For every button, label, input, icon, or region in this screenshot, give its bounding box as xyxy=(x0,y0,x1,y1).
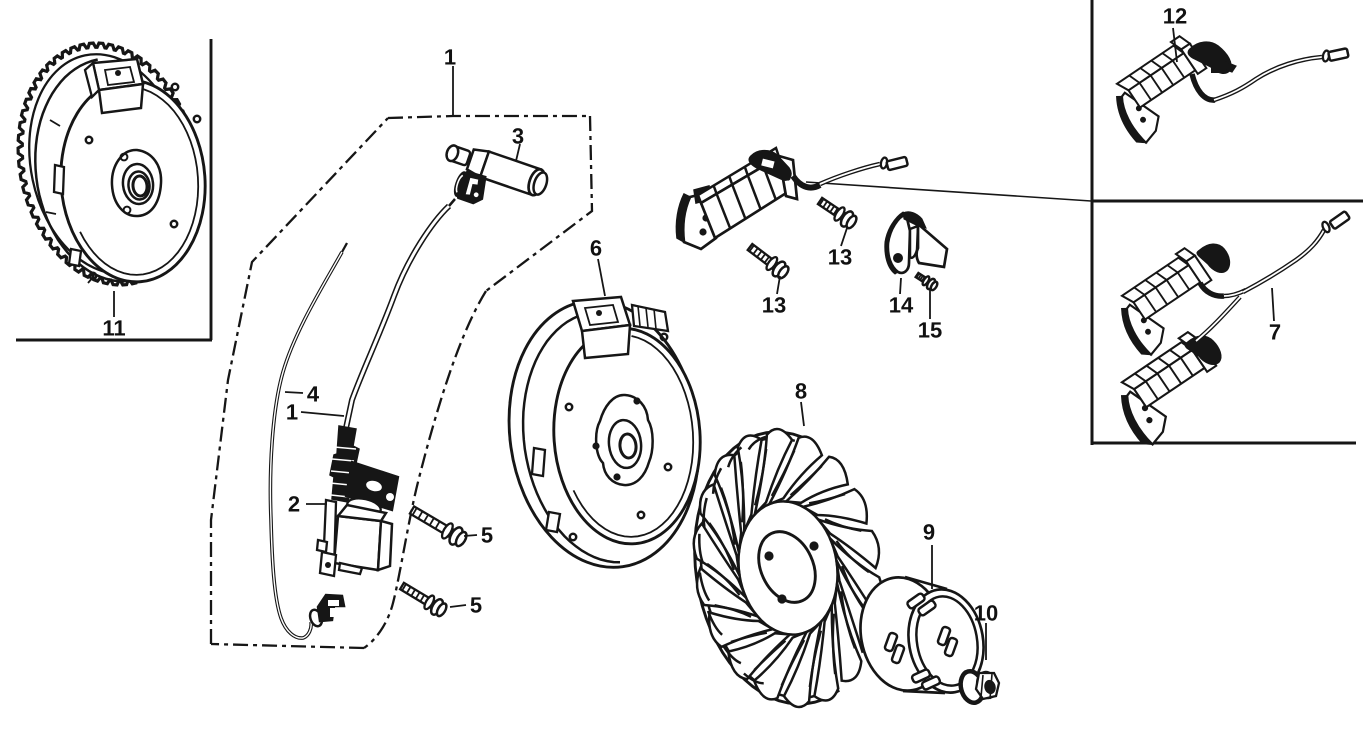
svg-text:13: 13 xyxy=(828,245,852,270)
svg-text:14: 14 xyxy=(889,293,914,318)
svg-text:3: 3 xyxy=(512,124,524,149)
svg-text:5: 5 xyxy=(481,523,493,548)
svg-text:12: 12 xyxy=(1163,4,1187,29)
svg-text:10: 10 xyxy=(974,601,998,626)
svg-text:8: 8 xyxy=(795,379,807,404)
svg-text:5: 5 xyxy=(470,593,482,618)
svg-text:1: 1 xyxy=(444,45,456,70)
svg-text:11: 11 xyxy=(102,316,125,341)
svg-text:13: 13 xyxy=(762,293,786,318)
svg-text:7: 7 xyxy=(1269,320,1281,345)
svg-text:1: 1 xyxy=(286,400,298,425)
svg-text:6: 6 xyxy=(590,236,602,261)
svg-text:2: 2 xyxy=(288,492,300,517)
svg-text:9: 9 xyxy=(923,520,935,545)
svg-text:15: 15 xyxy=(918,318,942,343)
svg-text:4: 4 xyxy=(307,382,320,407)
